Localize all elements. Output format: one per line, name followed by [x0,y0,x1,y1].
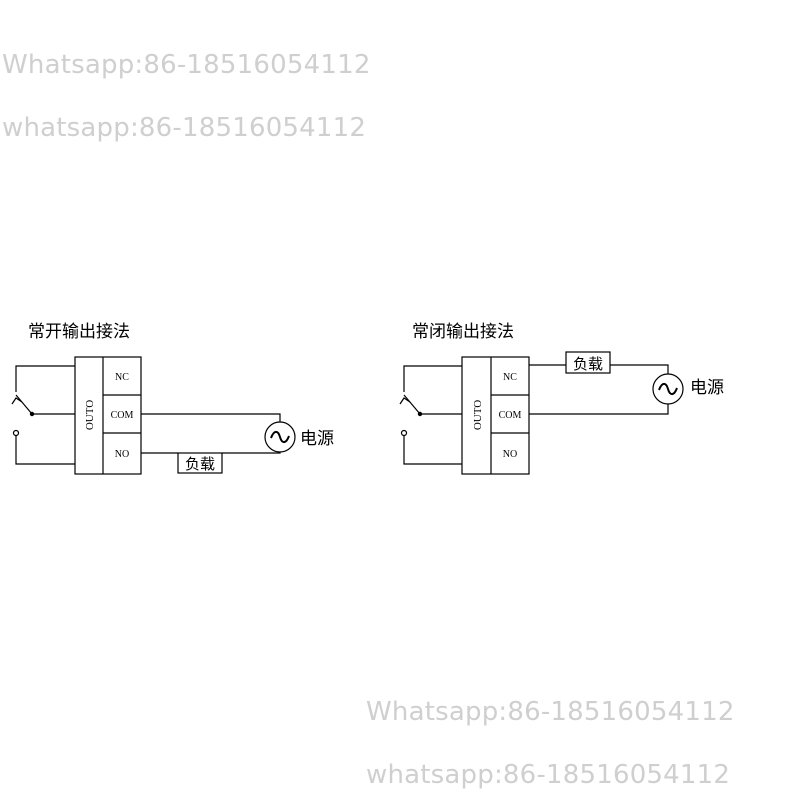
module-label: OUTO [84,400,96,430]
input-wire-bottom [15,436,75,465]
watermark-text: whatsapp:86-18516054112 [366,760,731,790]
terminal-com-label: COM [111,410,134,421]
watermark-text: whatsapp:86-18516054112 [2,113,367,143]
com-to-power-wire [529,404,669,415]
switch-blade [15,394,33,415]
load-to-power-wire [222,452,281,454]
power-label: 电源 [300,429,334,449]
power-label: 电源 [690,378,724,398]
diagram-normally-closed: 常闭输出接法 OUTO NC COM NO 负载 电源 [399,322,724,475]
com-to-power-wire [141,413,281,422]
input-wire-top [403,365,462,392]
watermark-text: Whatsapp:86-18516054112 [366,697,735,727]
module-block [461,356,530,475]
load-label: 负载 [185,455,215,473]
input-wire-bottom [403,436,462,465]
terminal-com-label: COM [499,410,522,421]
load-box [565,351,611,374]
input-wire-top [15,365,75,392]
load-label: 负载 [573,355,603,373]
module-block [74,356,142,475]
load-to-power-wire [610,364,669,374]
ac-wave-icon [270,430,290,444]
terminal-open-dot [12,429,20,437]
junction-dot [29,411,35,417]
junction-dot [417,411,423,417]
terminal-no-label: NO [115,449,129,460]
module-label: OUTO [472,400,484,430]
terminal-open-dot [400,429,408,437]
terminal-nc-label: NC [503,372,517,383]
switch-arrow [11,397,23,405]
load-box [177,452,223,474]
terminal-nc-label: NC [115,372,129,383]
switch-arrow [399,397,411,405]
ac-wave-icon [658,382,678,396]
watermark-text: Whatsapp:86-18516054112 [2,50,371,80]
switch-blade [403,394,421,415]
diagram-title: 常开输出接法 [28,322,130,342]
diagram-normally-open: 常开输出接法 OUTO NC COM NO 负载 电源 [11,322,334,475]
terminal-no-label: NO [503,449,517,460]
diagram-title: 常闭输出接法 [412,322,514,342]
